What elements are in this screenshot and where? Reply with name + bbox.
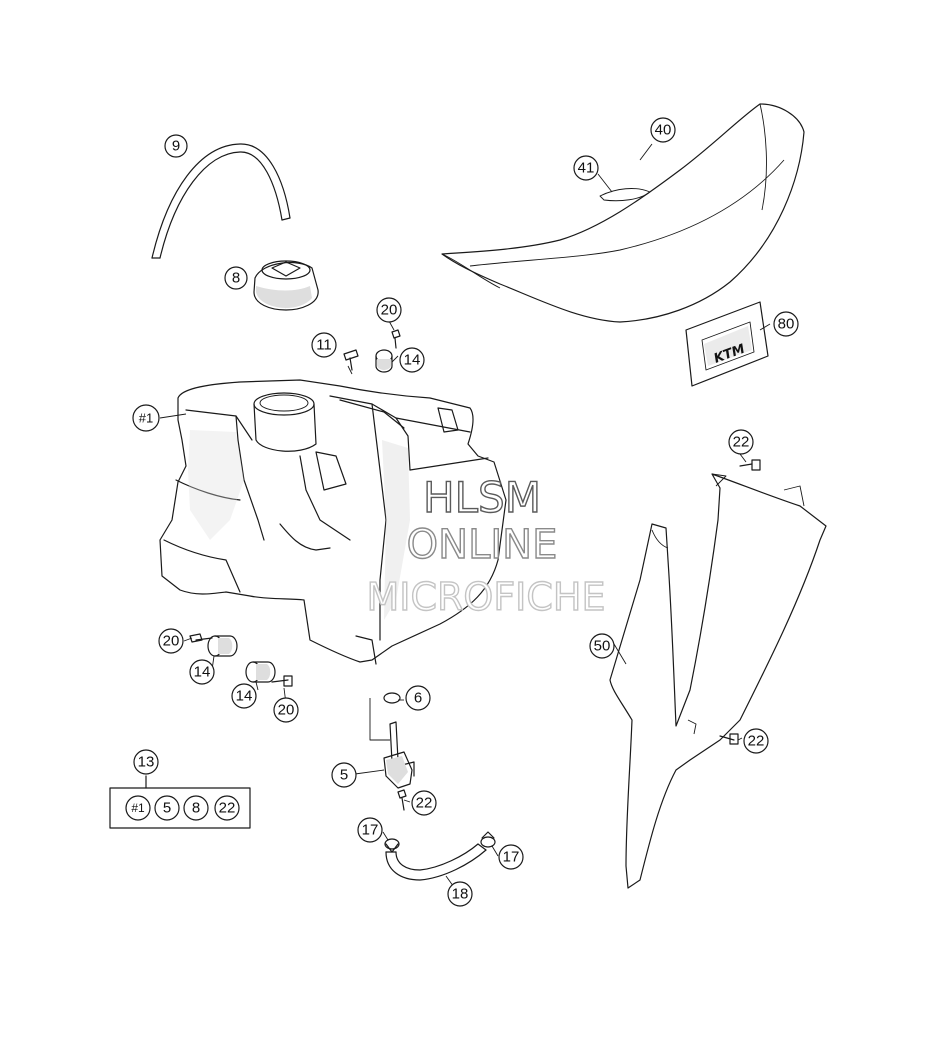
screw-20-lower-right [271,675,293,687]
svg-text:9: 9 [172,138,180,155]
svg-text:22: 22 [748,733,765,750]
clamp-17-right [480,831,496,848]
callout-22-tap: 22 [411,790,437,816]
callout-17-left: 17 [357,817,383,843]
svg-text:14: 14 [236,688,253,705]
screw-20-upper [391,329,401,349]
o-ring-6 [383,692,401,704]
callout-18: 18 [447,881,473,907]
bushing-14-lower-right [245,661,276,683]
callout-40: 40 [650,117,676,143]
svg-text:14: 14 [404,352,421,369]
svg-text:5: 5 [163,800,171,817]
svg-text:5: 5 [340,767,348,784]
callout-17-right: 17 [498,844,524,870]
svg-text:20: 20 [163,633,180,650]
callout-8: 8 [224,266,248,290]
bolt-11 [343,349,359,371]
callout-1: #1 [132,404,160,432]
fuel-tap-5 [383,721,415,789]
svg-text:#1: #1 [139,411,153,426]
svg-text:17: 17 [362,822,379,839]
svg-text:41: 41 [578,160,595,177]
callout-6: 6 [405,685,431,711]
callout-5: 5 [331,762,357,788]
callout-13: 13 [133,749,159,775]
screw-22-panel-bottom [719,733,739,745]
svg-text:8: 8 [232,270,240,287]
fuel-tank-1 [159,379,507,665]
watermark-line-3: MICROFICHE [366,575,605,619]
svg-text:50: 50 [594,638,611,655]
svg-text:14: 14 [194,664,211,681]
sticker-80: KTM [685,301,769,387]
callout-14-lower-left: 14 [189,659,215,685]
svg-text:22: 22 [219,800,236,817]
kit-13-item-8: 8 [183,795,209,821]
svg-text:17: 17 [503,849,520,866]
svg-text:20: 20 [381,302,398,319]
svg-text:80: 80 [778,316,795,333]
svg-text:8: 8 [192,800,200,817]
callout-80: 80 [773,311,799,337]
bushing-14-upper [375,349,393,373]
screw-20-lower-left [189,633,213,643]
screw-22-tap [397,789,407,811]
svg-text:11: 11 [316,337,332,354]
callout-20-upper: 20 [376,297,402,323]
svg-text:18: 18 [452,886,469,903]
callout-11: 11 [311,332,337,358]
fuel-line-18 [385,843,487,881]
fuel-cap-8 [253,260,319,311]
watermark-line-2: ONLINE [407,522,558,568]
svg-text:22: 22 [733,434,750,451]
clamp-17-left [384,838,400,853]
svg-text:6: 6 [414,690,422,707]
kit-13-item-1: #1 [125,795,151,821]
kit-13 [109,775,251,829]
seat-40 [441,103,805,323]
watermark: HLSM ONLINE MICROFICHE [366,472,606,619]
callout-14-lower-right: 14 [231,683,257,709]
svg-text:#1: #1 [131,801,145,815]
screw-22-panel-top [739,459,761,471]
callout-50: 50 [589,633,615,659]
callout-20-lower-right: 20 [273,697,299,723]
kit-13-item-22: 22 [214,795,240,821]
callout-22-panel-top: 22 [728,429,754,455]
callout-22-panel-bottom: 22 [743,728,769,754]
bushing-14-lower-left [207,635,238,657]
callout-9: 9 [164,134,188,158]
fuel-hose-9 [151,143,291,259]
svg-text:13: 13 [138,754,155,771]
callout-14-upper: 14 [399,347,425,373]
callout-20-lower-left: 20 [158,628,184,654]
svg-text:22: 22 [416,795,433,812]
side-panel-50 [609,473,827,889]
callout-41: 41 [573,155,599,181]
svg-text:40: 40 [655,122,672,139]
kit-13-item-5: 5 [154,795,180,821]
svg-text:20: 20 [278,702,295,719]
watermark-line-1: HLSM [423,473,541,522]
